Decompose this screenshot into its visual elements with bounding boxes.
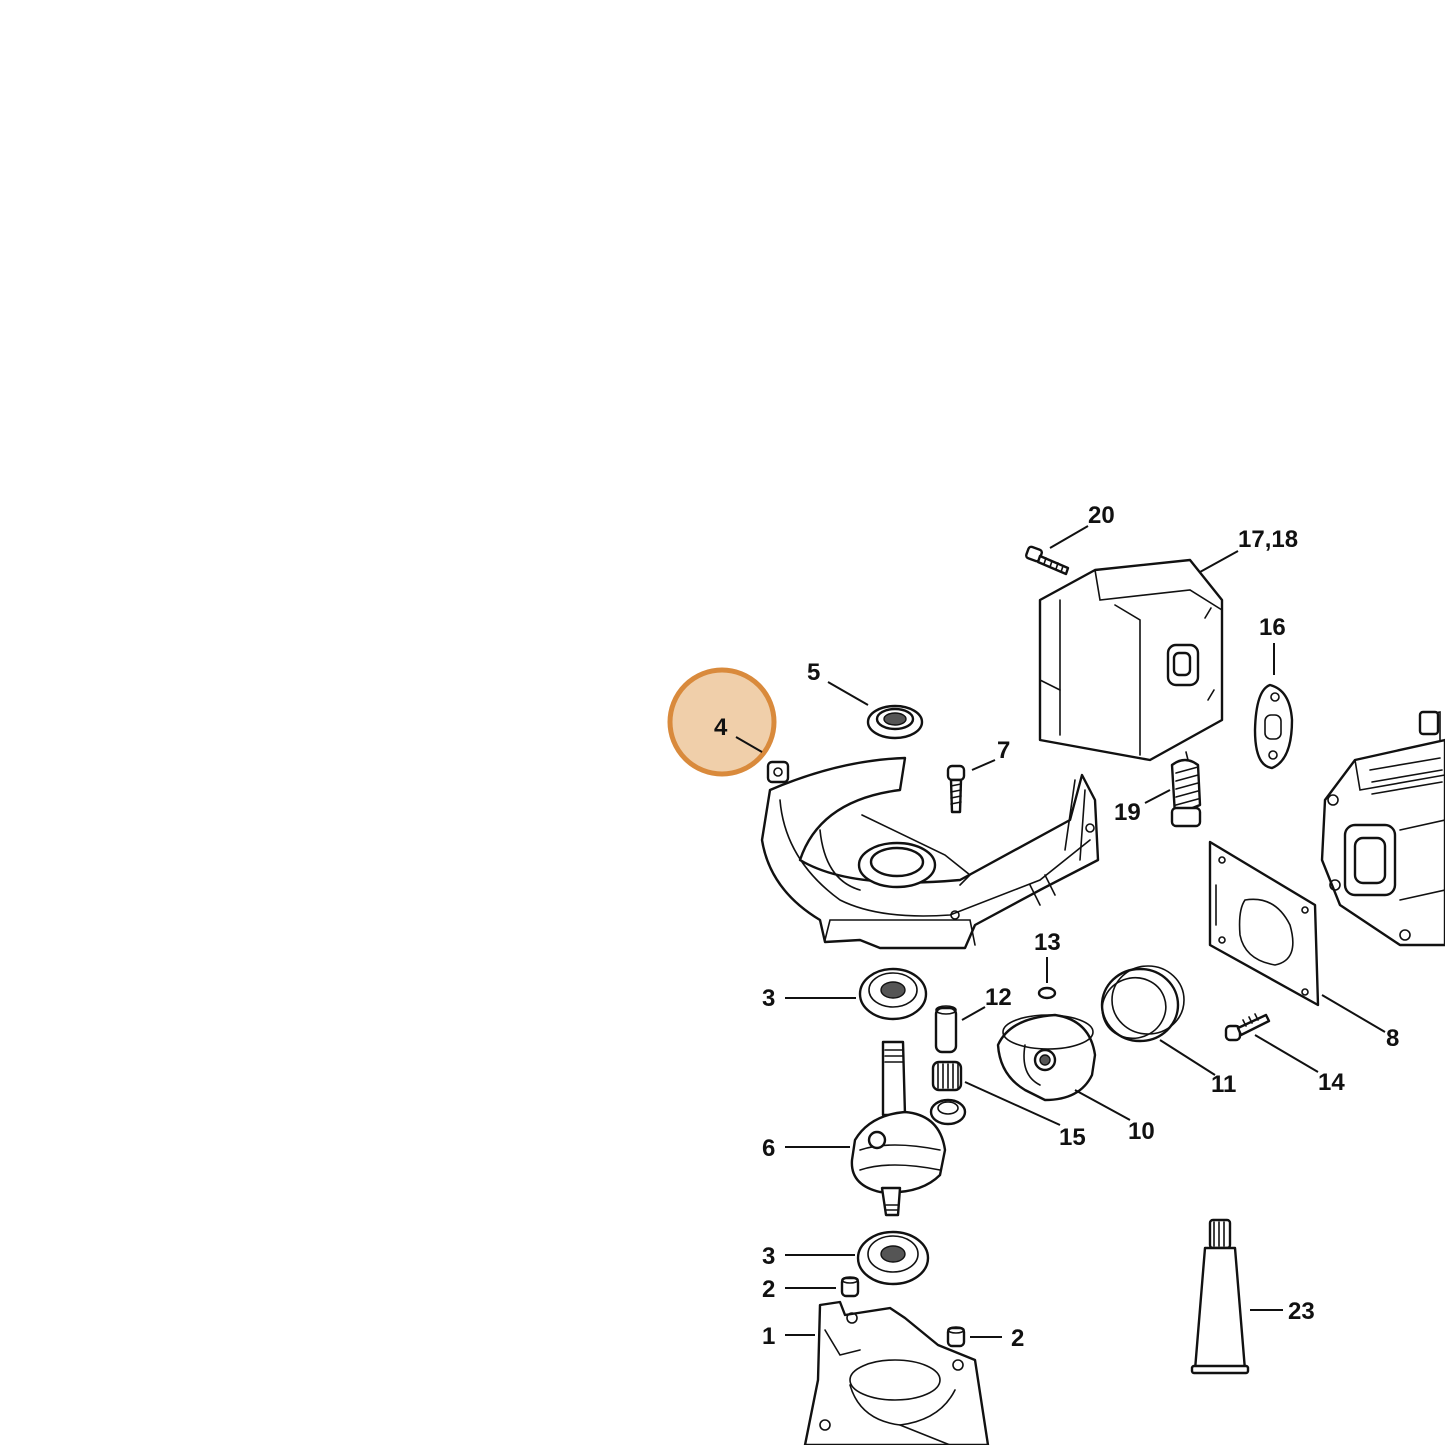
part-13-circlip[interactable]: [1037, 986, 1057, 1000]
callout-16[interactable]: 16: [1259, 614, 1286, 641]
leader-lines: [735, 525, 1386, 1338]
part-10-piston[interactable]: [996, 1013, 1097, 1102]
part-2-sleeve-right[interactable]: [946, 1326, 966, 1348]
callout-23[interactable]: 23: [1288, 1298, 1315, 1325]
callout-1[interactable]: 1: [762, 1323, 775, 1350]
part-20-screw[interactable]: [1025, 545, 1070, 576]
part-4-fan-housing[interactable]: [760, 756, 1100, 950]
callout-labels: 4 5 7 20 17,18 16 19 13 12 3 8 11 14 15 …: [714, 502, 1399, 1352]
part-2-sleeve-left[interactable]: [840, 1276, 860, 1298]
part-19-filter[interactable]: [1170, 751, 1202, 828]
part-23-grease-tube[interactable]: [1190, 1218, 1250, 1375]
part-6-crankshaft[interactable]: [850, 1040, 947, 1217]
callout-19[interactable]: 19: [1114, 799, 1141, 826]
cylinder[interactable]: [1320, 710, 1445, 947]
callout-6[interactable]: 6: [762, 1135, 775, 1162]
callout-11[interactable]: 11: [1211, 1071, 1236, 1098]
callout-15[interactable]: 15: [1059, 1124, 1086, 1151]
part-1-crankcase[interactable]: [803, 1300, 990, 1445]
part-8-gasket[interactable]: [1208, 840, 1320, 1007]
callout-7[interactable]: 7: [997, 737, 1010, 764]
callout-14[interactable]: 14: [1318, 1069, 1345, 1096]
part-11-piston-rings[interactable]: [1094, 965, 1185, 1047]
callout-3-upper[interactable]: 3: [762, 985, 775, 1012]
part-17-18-muffler[interactable]: [1038, 558, 1224, 762]
callout-8[interactable]: 8: [1386, 1025, 1399, 1052]
callout-10[interactable]: 10: [1128, 1118, 1155, 1145]
callout-5[interactable]: 5: [807, 659, 820, 686]
callout-17-18[interactable]: 17,18: [1238, 526, 1298, 553]
callout-3-lower[interactable]: 3: [762, 1243, 775, 1270]
callout-12[interactable]: 12: [985, 984, 1012, 1011]
part-5-oil-seal[interactable]: [866, 704, 924, 740]
part-12-piston-pin[interactable]: [934, 1005, 958, 1054]
callout-13[interactable]: 13: [1034, 929, 1061, 956]
part-16-gasket[interactable]: [1253, 683, 1294, 770]
highlight-marker[interactable]: [667, 667, 777, 777]
part-15-needle-bearing[interactable]: [929, 1060, 967, 1126]
callout-2-left[interactable]: 2: [762, 1276, 775, 1303]
part-7-screw[interactable]: [946, 764, 966, 814]
part-3-ball-bearing-lower[interactable]: [856, 1230, 930, 1286]
callout-4[interactable]: 4: [714, 714, 728, 741]
callout-2-right[interactable]: 2: [1011, 1325, 1024, 1352]
callout-20[interactable]: 20: [1088, 502, 1115, 529]
part-3-ball-bearing-upper[interactable]: [858, 967, 928, 1021]
part-14-screw[interactable]: [1224, 1013, 1271, 1042]
